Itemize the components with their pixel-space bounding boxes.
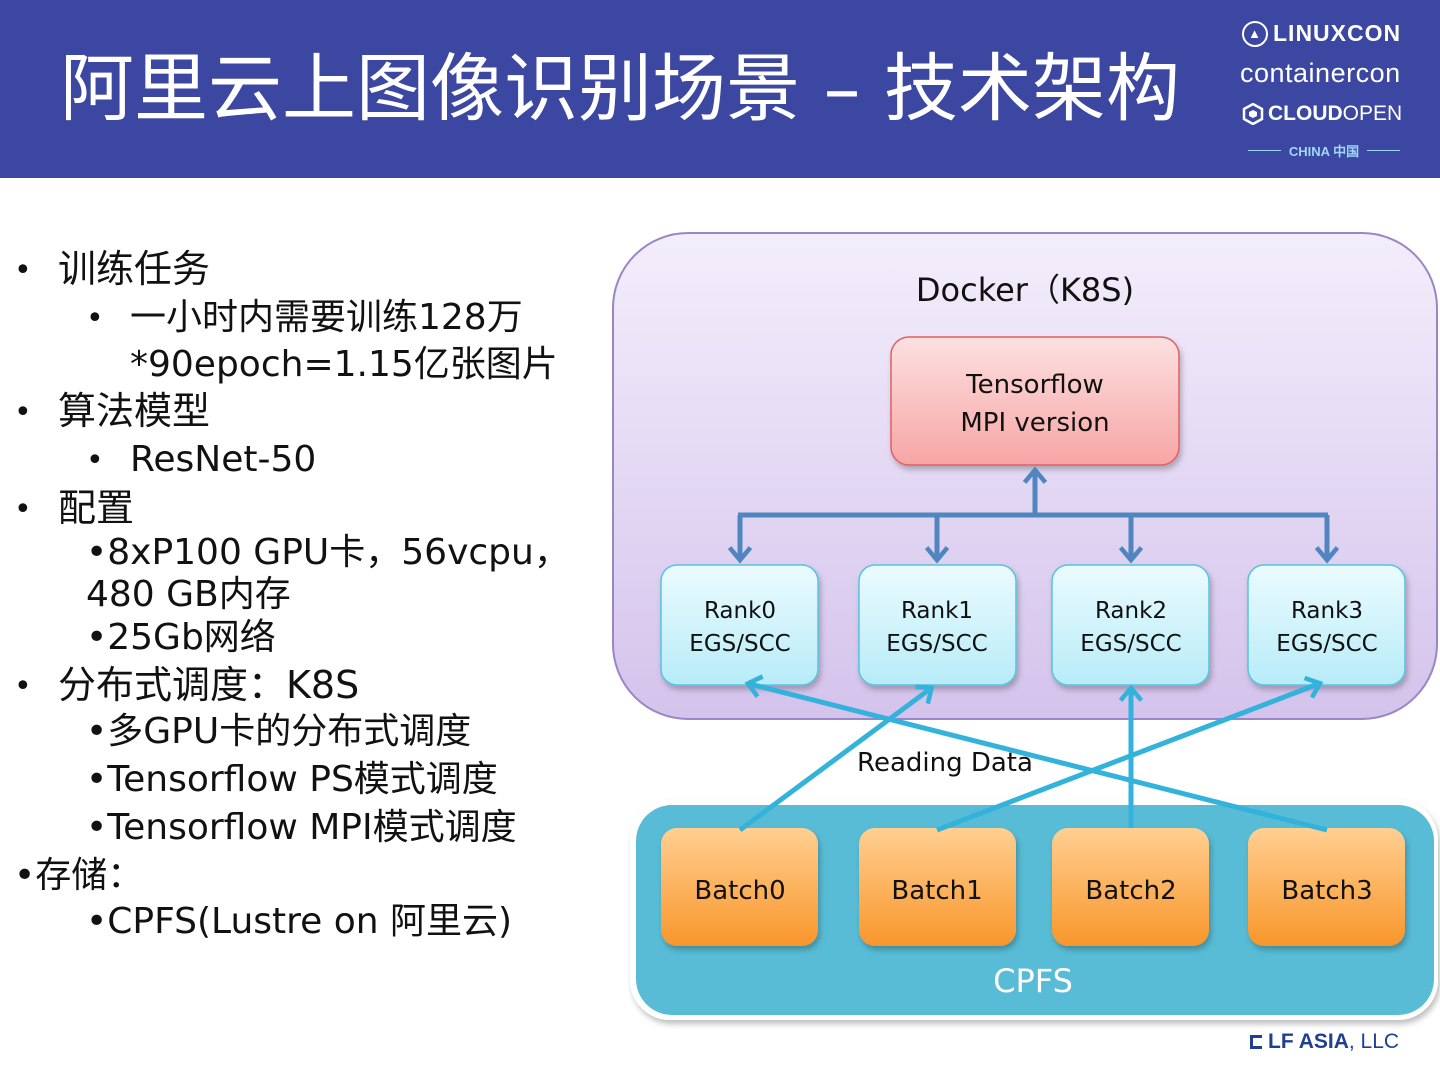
bullet-storage: •存储： bbox=[14, 855, 144, 896]
rank1-label: Rank1 bbox=[901, 598, 973, 624]
rank3-label: Rank3 bbox=[1291, 598, 1363, 624]
bullet-marker: • bbox=[14, 492, 32, 527]
bullet-marker: • bbox=[86, 443, 104, 478]
rank3-sublabel: EGS/SCC bbox=[1276, 631, 1377, 657]
containercon-logo: containercon bbox=[1240, 58, 1401, 88]
cloudopen-bold-text: CLOUD bbox=[1268, 102, 1343, 125]
rank2-label: Rank2 bbox=[1095, 598, 1167, 624]
tensorflow-label-line1: Tensorflow bbox=[965, 370, 1104, 400]
rank0-sublabel: EGS/SCC bbox=[689, 631, 790, 657]
divider-line bbox=[1367, 150, 1401, 151]
rank0-label: Rank0 bbox=[704, 598, 776, 624]
read-arrow-batch0-to-rank1 bbox=[738, 684, 935, 833]
bullet-scheduling-multi-gpu: •多GPU卡的分布式调度 bbox=[86, 711, 472, 752]
cloudopen-rest-text: OPEN bbox=[1342, 102, 1403, 125]
rank0-box bbox=[660, 564, 819, 686]
cpfs-storage bbox=[636, 805, 1434, 1015]
bullet-storage-cpfs: •CPFS(Lustre on 阿里云) bbox=[86, 901, 513, 942]
batch1-label: Batch1 bbox=[891, 876, 982, 906]
rank1-box bbox=[858, 564, 1017, 686]
cpfs-label: CPFS bbox=[993, 962, 1073, 1000]
docker-label: Docker（K8S) bbox=[916, 271, 1134, 309]
bullet-marker: • bbox=[86, 301, 104, 336]
china-text: CHINA 中国 bbox=[1288, 144, 1360, 159]
batch3-box bbox=[1248, 828, 1405, 946]
bullet-training-detail-line1: 一小时内需要训练128万 bbox=[130, 297, 523, 338]
china-logo: CHINA 中国 bbox=[1240, 141, 1408, 160]
bullet-configuration: 配置 bbox=[58, 486, 135, 530]
rank1-sublabel: EGS/SCC bbox=[886, 631, 987, 657]
reading-data-arrows bbox=[738, 674, 1328, 833]
hexagon-icon bbox=[1242, 103, 1264, 125]
bullet-marker: • bbox=[14, 395, 32, 430]
header-bar: 阿里云上图像识别场景 – 技术架构 ▲ LINUXCON containerco… bbox=[0, 0, 1440, 178]
bullet-marker: • bbox=[14, 669, 32, 704]
bullet-config-gpu-line2: 480 GB内存 bbox=[86, 574, 291, 615]
batch1-box bbox=[859, 828, 1016, 946]
reading-data-label: Reading Data bbox=[857, 748, 1033, 778]
lf-square-icon bbox=[1250, 1035, 1262, 1049]
read-arrow-batch1-to-rank3 bbox=[936, 675, 1324, 833]
batch0-label: Batch0 bbox=[694, 876, 785, 906]
rank2-box bbox=[1051, 564, 1210, 686]
batch2-box bbox=[1052, 828, 1209, 946]
mpi-connector bbox=[727, 466, 1340, 564]
bullet-training-task: 训练任务 bbox=[58, 247, 211, 291]
bullet-resnet: ResNet-50 bbox=[130, 439, 317, 480]
lf-asia-text: LF ASIA bbox=[1268, 1030, 1349, 1053]
bullet-scheduling-mpi: •Tensorflow MPI模式调度 bbox=[86, 807, 517, 848]
read-arrow-batch3-to-rank0 bbox=[744, 674, 1328, 833]
llc-text: , LLC bbox=[1348, 1030, 1400, 1053]
batch3-label: Batch3 bbox=[1281, 876, 1372, 906]
linuxcon-logo: ▲ LINUXCON bbox=[1242, 20, 1401, 47]
tensorflow-label-line2: MPI version bbox=[960, 408, 1109, 438]
bullet-config-gpu-line1: •8xP100 GPU卡，56vcpu， bbox=[86, 532, 570, 573]
divider-line bbox=[1248, 150, 1281, 151]
tensorflow-box bbox=[890, 336, 1180, 466]
penguin-icon: ▲ bbox=[1242, 20, 1268, 47]
bullet-scheduling-ps: •Tensorflow PS模式调度 bbox=[86, 759, 498, 800]
rank-boxes: Rank0 EGS/SCC Rank1 EGS/SCC Rank2 EGS/SC… bbox=[660, 564, 1406, 686]
rank2-sublabel: EGS/SCC bbox=[1080, 631, 1181, 657]
bullet-marker: • bbox=[14, 253, 32, 288]
batch0-box bbox=[661, 828, 818, 946]
linuxcon-text: LINUXCON bbox=[1273, 20, 1402, 46]
batch2-label: Batch2 bbox=[1085, 876, 1176, 906]
bullet-config-network: •25Gb网络 bbox=[86, 617, 276, 658]
slide-title: 阿里云上图像识别场景 – 技术架构 bbox=[60, 46, 1181, 132]
bullet-scheduling: 分布式调度：K8S bbox=[58, 663, 360, 707]
bullet-algorithm-model: 算法模型 bbox=[58, 389, 211, 433]
batch-boxes: Batch0 Batch1 Batch2 Batch3 bbox=[661, 828, 1405, 946]
lf-asia-logo: LF ASIA, LLC bbox=[1250, 1030, 1399, 1054]
bullet-training-detail-line2: *90epoch=1.15亿张图片 bbox=[130, 344, 558, 385]
rank3-box bbox=[1247, 564, 1406, 686]
